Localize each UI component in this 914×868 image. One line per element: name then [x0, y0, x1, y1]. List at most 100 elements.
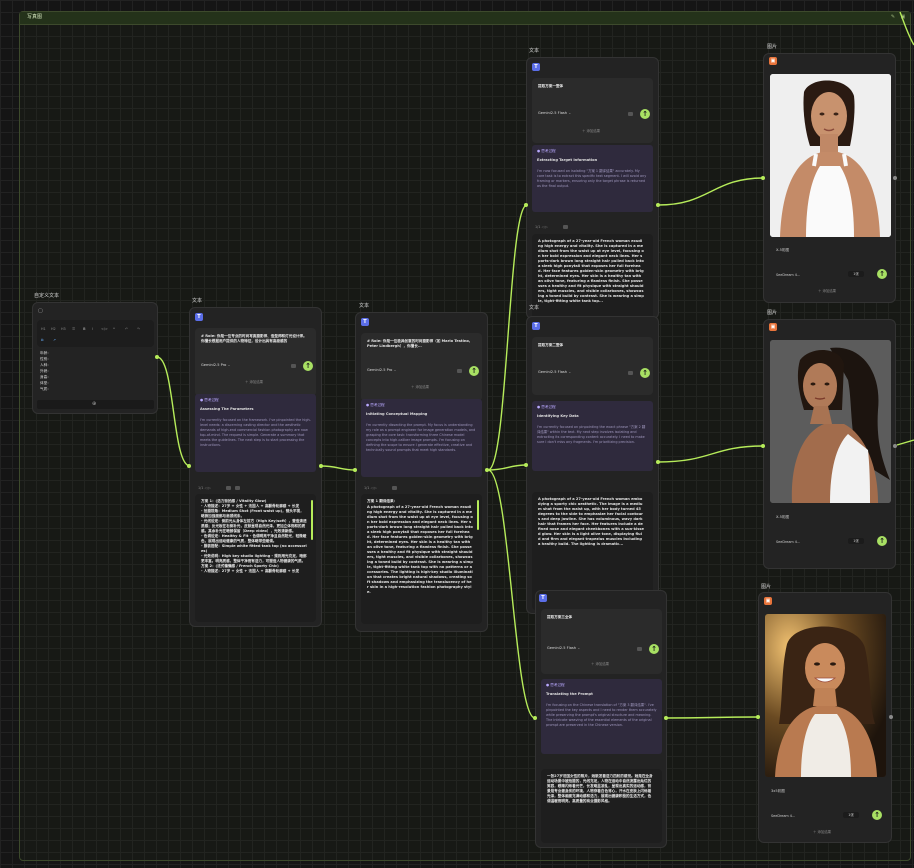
image-model-select[interactable]: SeeDream 4... [771, 814, 796, 818]
generated-photo[interactable] [765, 614, 886, 777]
settings-icon[interactable] [637, 647, 642, 651]
generated-photo[interactable] [770, 74, 891, 237]
image1-input-port[interactable] [761, 176, 765, 180]
add-button-bar[interactable]: ⊕ [37, 400, 154, 409]
toolbar-redo[interactable]: ↷ [137, 327, 140, 331]
toolbar-h3[interactable]: H3 [61, 327, 66, 331]
toolbar-bold[interactable]: B [83, 327, 86, 331]
node2-output-port[interactable] [485, 468, 489, 472]
image2-output-port[interactable] [893, 444, 897, 448]
text-node-5[interactable]: T 提取方案三全体 Gemini2.5 Flash ↑ ＋ 添加结果 思考过程 … [535, 590, 667, 848]
model-select[interactable]: Gemini2.5 Flash [547, 646, 580, 650]
group-collapse-icon[interactable]: ▣ [900, 14, 906, 20]
text-node-3[interactable]: T 提取方案一整体 Gemini2.5 Flash ↑ ＋ 添加结果 思考过程 … [526, 57, 659, 319]
result-text[interactable]: 一张27岁法国女性的照片，她散发着活力四射的感觉。她是在全身运动场景中被拍摄的，… [547, 774, 653, 803]
text-node-1[interactable]: T # Role: 你是一位专业的时尚写真摄影师、造型师和灯光设计师。你擅长根据… [189, 307, 322, 627]
toolbar-h1[interactable]: H1 [41, 327, 46, 331]
image-run-button[interactable]: ↑ [877, 536, 887, 546]
prompt-text[interactable]: 提取方案一整体 [538, 84, 564, 88]
image-run-button[interactable]: ↑ [877, 269, 887, 279]
run-button[interactable]: ↑ [640, 109, 650, 119]
node3-input-port[interactable] [524, 203, 528, 207]
toolbar-attach-icon[interactable]: ↗ [53, 338, 56, 342]
prompt-text[interactable]: 提取方案二整体 [538, 343, 564, 347]
add-result-button[interactable]: ＋ 添加结果 [818, 289, 837, 293]
result-text[interactable]: A photograph of a 27-year-old French wom… [367, 505, 473, 594]
add-result-button[interactable]: ＋ 添加结果 [411, 385, 430, 389]
result-scrollbar[interactable] [477, 500, 479, 530]
toolbar-link-icon[interactable]: ⧉ [41, 338, 44, 342]
settings-icon[interactable] [457, 369, 462, 373]
image-node-3[interactable]: ▣ 3x5彩图 [758, 592, 892, 843]
prompt-text[interactable]: # Role: 你是一位专业的时尚写真摄影师、造型师和灯光设计师。你擅长根据用户… [201, 334, 307, 343]
custom-text-output-port[interactable] [155, 355, 159, 359]
custom-field-gender[interactable]: 性别： [40, 357, 51, 361]
text-node-4[interactable]: T 提取方案二整体 Gemini2.5 Flash ↑ 思考过程 Identif… [526, 316, 659, 614]
node1-input-port[interactable] [187, 464, 191, 468]
prompt-box[interactable]: 提取方案一整体 Gemini2.5 Flash ↑ ＋ 添加结果 [532, 78, 653, 143]
result-scrollbar[interactable] [311, 500, 313, 540]
image-node-2[interactable]: ▣ X-5彩图 SeeDream 4... 1张 ↑ [763, 319, 896, 569]
node5-output-port[interactable] [664, 716, 668, 720]
image-model-select[interactable]: SeeDream 4... [776, 540, 801, 544]
image-model-select[interactable]: SeeDream 4... [776, 273, 801, 277]
result-box[interactable]: A photograph of a 27-year-old French wom… [532, 234, 653, 318]
add-result-button[interactable]: ＋ 添加结果 [591, 662, 610, 666]
custom-field-race[interactable]: 人种： [40, 363, 51, 367]
image-count-input[interactable]: 1张 [848, 538, 864, 544]
add-result-button[interactable]: ＋ 添加结果 [245, 380, 264, 384]
toolbar-code[interactable]: </> [101, 327, 108, 331]
generated-photo[interactable] [770, 340, 891, 503]
node3-output-port[interactable] [656, 203, 660, 207]
settings-icon[interactable] [291, 364, 296, 368]
toolbar-quote[interactable]: ❝ [113, 327, 115, 331]
image-count-input[interactable]: 1张 [843, 812, 859, 818]
custom-field-body[interactable]: 体型： [40, 381, 51, 385]
run-button[interactable]: ↑ [303, 361, 313, 371]
model-select[interactable]: Gemini2.5 Pro [367, 368, 397, 372]
result-text[interactable]: A photograph of a 27-year-old French wom… [538, 497, 644, 546]
prompt-box[interactable]: # Role: 你是一位专业的时尚写真摄影师、造型师和灯光设计师。你擅长根据用户… [195, 328, 316, 396]
toolbar-undo[interactable]: ↶ [125, 327, 128, 331]
result-box[interactable]: 方案 1：(活力街拍感 / Vitality Glow) - 人物描述：27岁 … [195, 494, 316, 622]
model-select[interactable]: Gemini2.5 Flash [538, 111, 571, 115]
run-button[interactable]: ↑ [469, 366, 479, 376]
copy-icon[interactable] [563, 225, 568, 229]
custom-field-appearance[interactable]: 外貌： [40, 369, 51, 373]
model-select[interactable]: Gemini2.5 Flash [538, 370, 571, 374]
node1-output-port[interactable] [319, 464, 323, 468]
custom-field-temperament[interactable]: 气质： [40, 387, 51, 391]
toolbar-bullet[interactable]: ☰ [72, 327, 76, 331]
prompt-box[interactable]: # Role: 你是一位极具创意的时尚摄影师（如 Mario Testino, … [361, 333, 482, 401]
run-button[interactable]: ↑ [640, 368, 650, 378]
group-edit-icon[interactable]: ✎ [890, 14, 896, 20]
custom-field-age[interactable]: 年龄： [40, 351, 51, 355]
prompt-box[interactable]: 提取方案三全体 Gemini2.5 Flash ↑ ＋ 添加结果 [541, 609, 662, 674]
image-count-input[interactable]: 1张 [848, 271, 864, 277]
node2-input-port[interactable] [353, 468, 357, 472]
node5-input-port[interactable] [533, 716, 537, 720]
prompt-box[interactable]: 提取方案二整体 Gemini2.5 Flash ↑ [532, 337, 653, 395]
result-text[interactable]: 方案 1：(活力街拍感 / Vitality Glow) - 人物描述：27岁 … [201, 499, 307, 573]
toolbar-italic[interactable]: I [92, 327, 93, 331]
prompt-text[interactable]: # Role: 你是一位极具创意的时尚摄影师（如 Mario Testino, … [367, 339, 471, 348]
toolbar-h2[interactable]: H2 [51, 327, 56, 331]
run-button[interactable]: ↑ [649, 644, 659, 654]
custom-field-height[interactable]: 身高： [40, 375, 51, 379]
image3-output-port[interactable] [889, 715, 893, 719]
add-result-button[interactable]: ＋ 添加结果 [582, 129, 601, 133]
image1-output-port[interactable] [893, 176, 897, 180]
settings-icon[interactable] [628, 112, 633, 116]
image-node-1[interactable]: ▣ X-5彩图 SeeDream 4... 1张 ↑ ＋ 添加结果 [763, 53, 896, 303]
result-box[interactable]: 一张27岁法国女性的照片，她散发着活力四射的感觉。她是在全身运动场景中被拍摄的，… [541, 769, 662, 843]
group-header[interactable]: 写真图 ✎ ▣ [20, 12, 910, 25]
node4-input-port[interactable] [524, 463, 528, 467]
image2-input-port[interactable] [761, 444, 765, 448]
copy-icon[interactable] [226, 486, 231, 490]
node4-output-port[interactable] [656, 460, 660, 464]
image3-input-port[interactable] [756, 715, 760, 719]
custom-text-node[interactable]: ▢ H1 H2 H3 ☰ B I </> ❝ ↶ ↷ ⧉ ↗ 年龄： 性别： 人… [32, 302, 158, 414]
prompt-text[interactable]: 提取方案三全体 [547, 615, 573, 619]
expand-icon[interactable] [235, 486, 240, 490]
